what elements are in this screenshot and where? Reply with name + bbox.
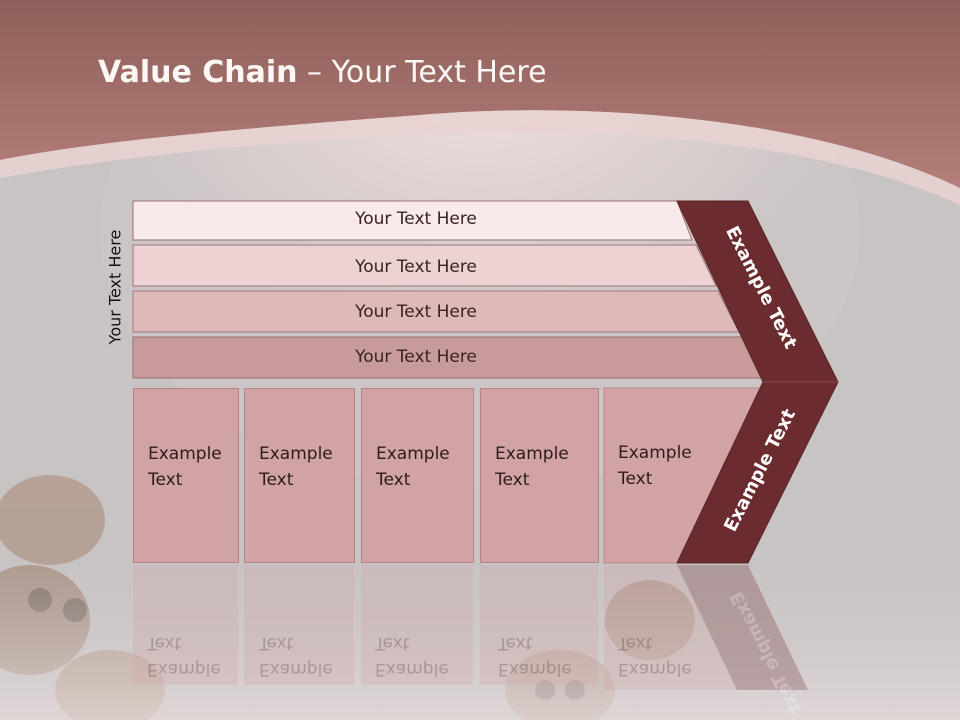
primary-box-3-line1: Example	[376, 444, 450, 464]
support-row-1	[132, 200, 693, 241]
title-rest: – Your Text Here	[297, 55, 547, 90]
header-band	[0, 0, 960, 188]
primary-box-5-line2: Text	[618, 469, 653, 489]
primary-box-3-line2: Text	[376, 470, 411, 490]
title-bold: Value Chain	[98, 55, 298, 90]
primary-box-1: Example Text	[133, 388, 239, 563]
primary-box-3: Example Text	[361, 388, 474, 563]
support-row-3-label: Your Text Here	[355, 302, 477, 322]
primary-box-4-label: Example Text	[495, 441, 569, 493]
support-row-2-label: Your Text Here	[355, 257, 477, 277]
support-row-4-label: Your Text Here	[355, 347, 477, 367]
header-swoosh	[0, 110, 960, 205]
support-row-1-label: Your Text Here	[355, 209, 477, 229]
slide-title: Value Chain – Your Text Here	[98, 55, 547, 90]
primary-box-4: Example Text	[480, 388, 599, 563]
primary-box-4-line1: Example	[495, 444, 569, 464]
primary-box-1-line2: Text	[148, 470, 183, 490]
primary-box-2: Example Text	[244, 388, 355, 563]
primary-box-5-label: Example Text	[618, 440, 692, 492]
support-row-2	[132, 244, 717, 287]
primary-box-4-line2: Text	[495, 470, 530, 490]
primary-box-2-line2: Text	[259, 470, 294, 490]
primary-box-1-label: Example Text	[148, 441, 222, 493]
primary-box-1-line1: Example	[148, 444, 222, 464]
primary-box-2-label: Example Text	[259, 441, 333, 493]
primary-box-5-line1: Example	[618, 443, 692, 463]
reflection	[133, 565, 808, 690]
primary-box-2-line1: Example	[259, 444, 333, 464]
primary-box-3-label: Example Text	[376, 441, 450, 493]
